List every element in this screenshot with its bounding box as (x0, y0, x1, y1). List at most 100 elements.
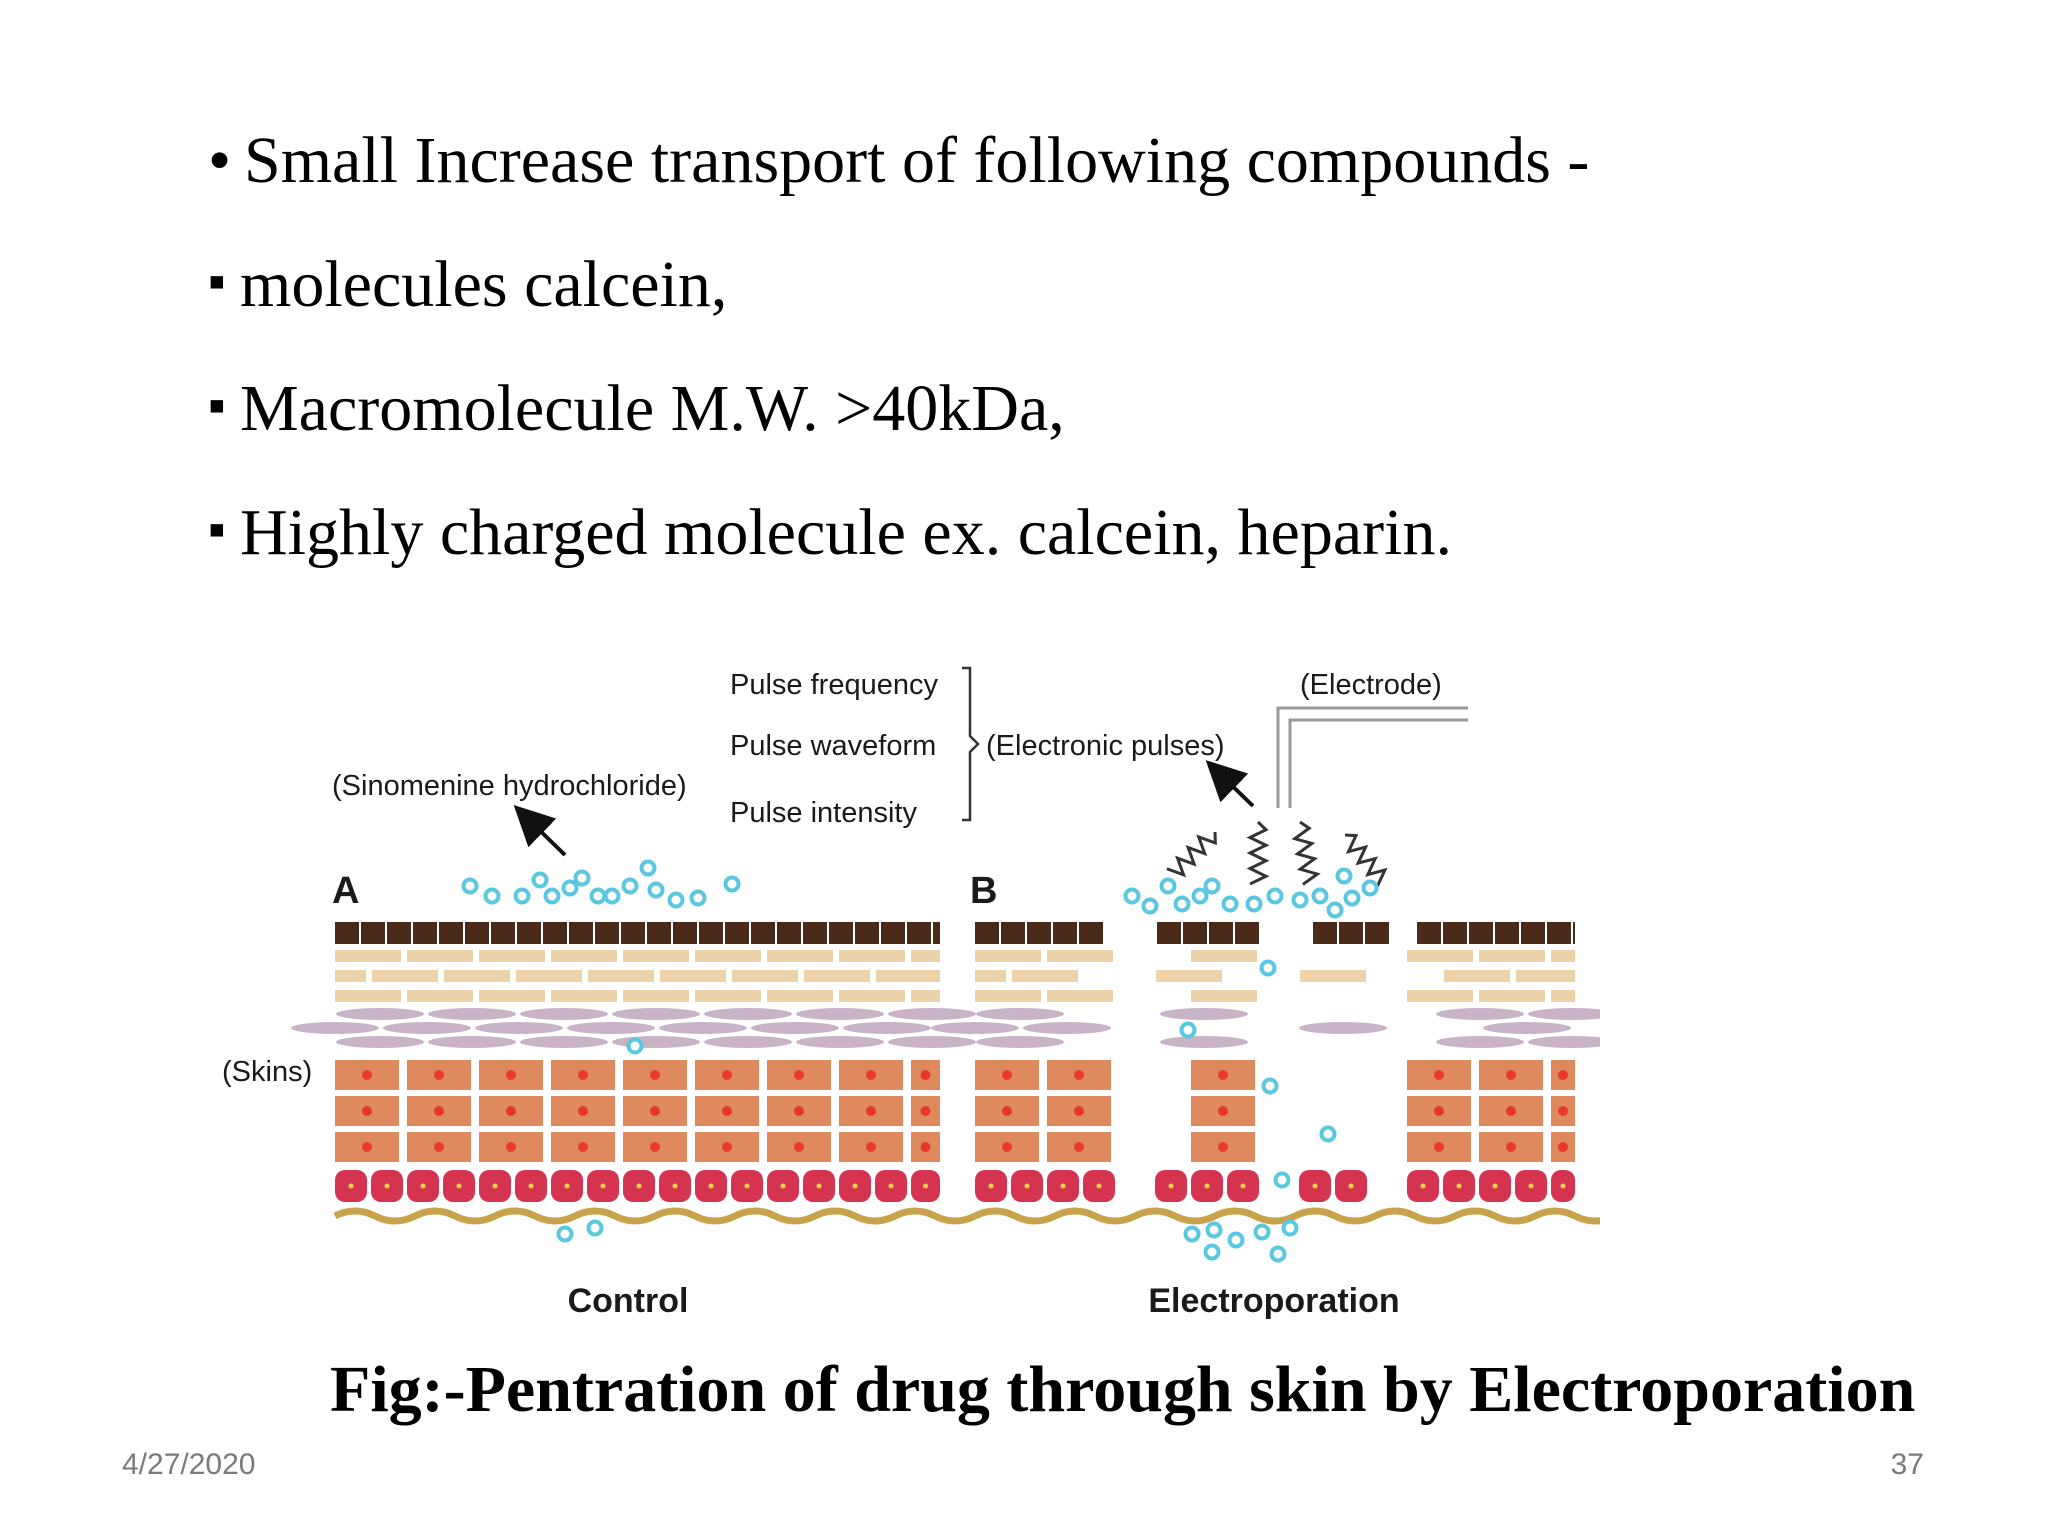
lipid-brick (911, 990, 940, 1002)
cell-nucleus (1434, 1070, 1444, 1080)
lipid-brick (1191, 990, 1257, 1002)
lipid-lens (888, 1036, 976, 1048)
bullet-text: Macromolecule M.W. >40kDa, (240, 372, 1065, 445)
drug-molecule (1361, 879, 1379, 897)
lipid-brick (335, 990, 401, 1002)
basal-nucleus (1060, 1183, 1066, 1189)
stratum-corneum-block (387, 922, 411, 944)
stratum-corneum-block (1443, 922, 1467, 944)
lipid-lens (976, 1008, 1064, 1020)
basal-nucleus (420, 1183, 426, 1189)
cell-nucleus (1506, 1070, 1516, 1080)
lipid-lens (659, 1022, 747, 1034)
lipid-brick (372, 970, 438, 982)
drug-molecule (1227, 1231, 1245, 1249)
basal-nucleus (923, 1183, 928, 1189)
cell-nucleus (650, 1106, 660, 1116)
stratum-corneum-block (803, 922, 827, 944)
lipid-brick (407, 990, 473, 1002)
cell-nucleus (1074, 1106, 1084, 1116)
cell-nucleus (722, 1142, 732, 1152)
basal-nucleus (1528, 1183, 1534, 1189)
lipid-brick (1479, 950, 1545, 962)
bullet-item: •Small Increase transport of following c… (208, 128, 1589, 252)
drug-molecule (513, 887, 531, 905)
bullet-item: ▪Macromolecule M.W. >40kDa, (208, 376, 1589, 500)
cell-nucleus (1218, 1142, 1228, 1152)
lipid-brick (695, 950, 761, 962)
stratum-corneum-block (1547, 922, 1571, 944)
drug-molecule (1266, 887, 1284, 905)
lipid-lens (888, 1008, 976, 1020)
stratum-corneum-block (1183, 922, 1207, 944)
bullet-text: molecules calcein, (240, 248, 728, 321)
pulse-zigzag-icon (1344, 833, 1388, 887)
stratum-corneum-block (1469, 922, 1493, 944)
lipid-lens (1436, 1036, 1524, 1048)
lipid-brick (1407, 950, 1473, 962)
cell-nucleus (1506, 1142, 1516, 1152)
basal-nucleus (672, 1183, 678, 1189)
drug-molecule (1335, 867, 1353, 885)
basal-nucleus (1096, 1183, 1102, 1189)
drug-molecule (1281, 1219, 1299, 1237)
cell-nucleus (434, 1142, 444, 1152)
lipid-lens (612, 1008, 700, 1020)
cell-nucleus (920, 1142, 931, 1152)
lipid-brick (551, 990, 617, 1002)
drug-molecule (1191, 887, 1209, 905)
cell-nucleus (1074, 1070, 1084, 1080)
pulse-zigzag-icon (1246, 820, 1270, 886)
stratum-corneum-block (673, 922, 697, 944)
basal-nucleus (1456, 1183, 1462, 1189)
bullet-marker: ▪ (208, 501, 226, 557)
basal-nucleus (1024, 1183, 1030, 1189)
stratum-corneum-block (595, 922, 619, 944)
lipid-brick (1551, 990, 1575, 1002)
cell-nucleus (650, 1142, 660, 1152)
basal-nucleus (852, 1183, 858, 1189)
basal-nucleus (600, 1183, 606, 1189)
drug-molecule (1123, 887, 1141, 905)
drug-molecule (603, 887, 621, 905)
bullet-text: Small Increase transport of following co… (244, 124, 1590, 197)
label-pulse-frequency: Pulse frequency (730, 669, 938, 701)
basal-nucleus (1492, 1183, 1498, 1189)
lipid-brick (623, 950, 689, 962)
pulse-bracket (962, 666, 980, 822)
lipid-lens (1299, 1022, 1387, 1034)
lipid-brick (551, 950, 617, 962)
drug-molecule (1141, 897, 1159, 915)
drug-molecule (1253, 1223, 1271, 1241)
drug-molecule (1311, 887, 1329, 905)
drug-molecule (573, 869, 591, 887)
cell-nucleus (506, 1106, 516, 1116)
lipid-lens (1528, 1036, 1600, 1048)
panel-b-title: Electroporation (1148, 1282, 1399, 1320)
stratum-corneum-block (881, 922, 905, 944)
bullet-item: ▪molecules calcein, (208, 252, 1589, 376)
stratum-corneum-block (1001, 922, 1025, 944)
cell-nucleus (794, 1070, 804, 1080)
stratum-corneum-block (907, 922, 931, 944)
drug-molecule (1343, 889, 1361, 907)
basal-nucleus (348, 1183, 354, 1189)
lipid-lens (428, 1008, 516, 1020)
lipid-lens (383, 1022, 471, 1034)
pulse-zigzag-icon (1291, 820, 1321, 886)
lipid-brick (1551, 950, 1575, 962)
lipid-brick (975, 950, 1041, 962)
drug-molecule (543, 887, 561, 905)
label-pulse-intensity: Pulse intensity (730, 797, 917, 829)
drug-molecule (1291, 891, 1309, 909)
molecules-electroporation (1123, 867, 1379, 1263)
lipid-brick (1444, 970, 1510, 982)
cell-nucleus (1218, 1106, 1228, 1116)
bullet-marker: • (208, 124, 232, 197)
lipid-brick (1516, 970, 1575, 982)
basal-nucleus (564, 1183, 570, 1189)
drug-molecule (1319, 1125, 1337, 1143)
bullet-text: Highly charged molecule ex. calcein, hep… (240, 496, 1452, 569)
drug-molecule (586, 1219, 604, 1237)
drug-molecule (1159, 877, 1177, 895)
